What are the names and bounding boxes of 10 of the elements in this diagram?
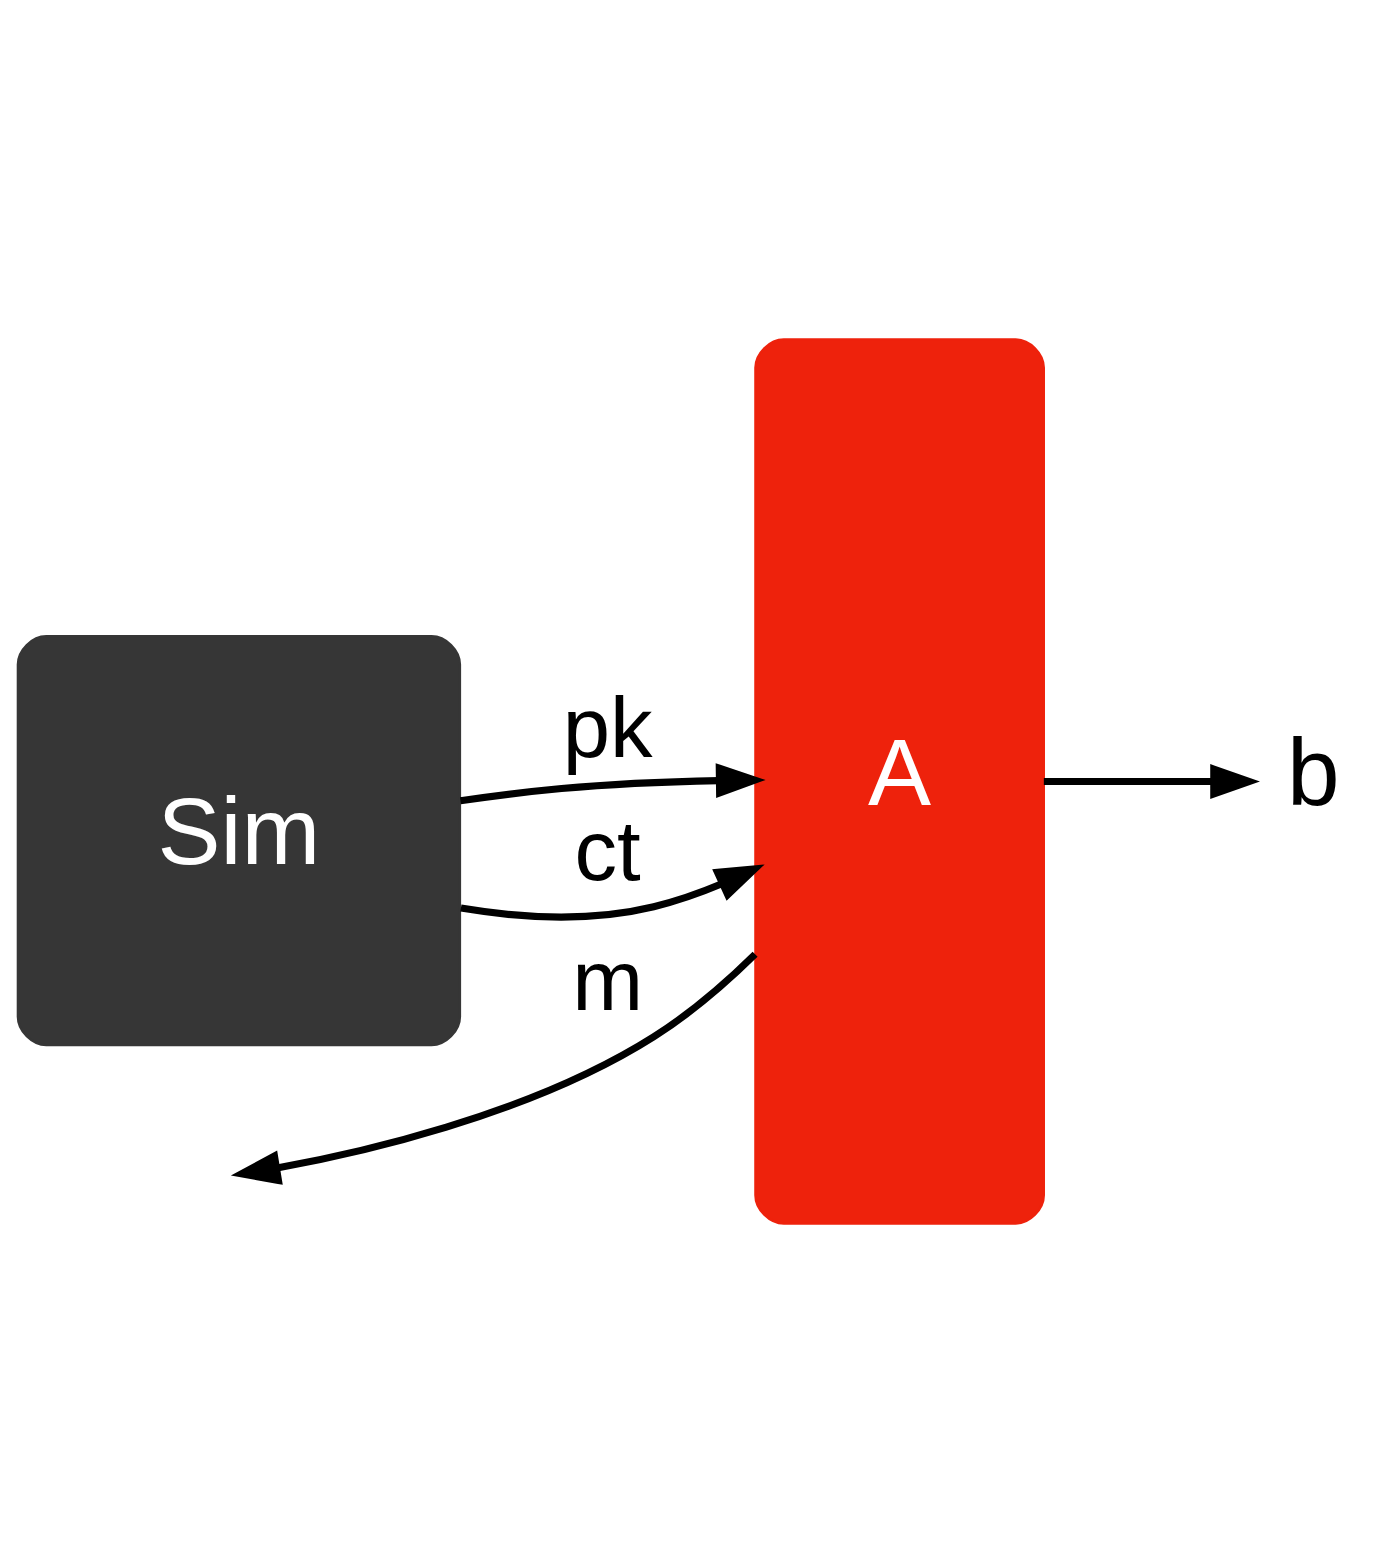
node-text: b [1286, 719, 1340, 826]
arrow [459, 763, 766, 805]
node-box: Sim [16, 634, 462, 1047]
arrow [460, 864, 765, 921]
edge-label: m [572, 933, 644, 1029]
edge-label: ct [574, 803, 641, 899]
arrow [230, 951, 758, 1185]
node-box: A [754, 338, 1045, 1225]
arrow [1043, 764, 1260, 799]
edge-label: pk [562, 680, 653, 776]
